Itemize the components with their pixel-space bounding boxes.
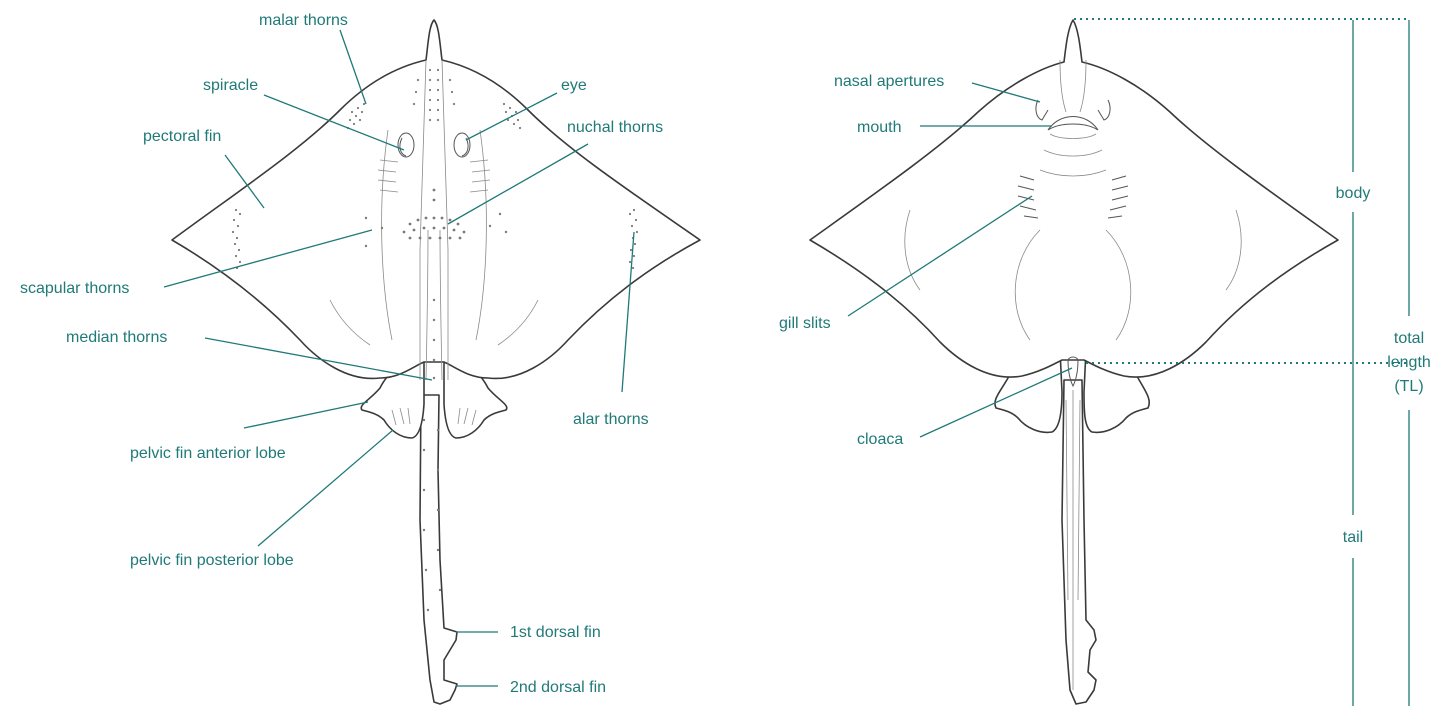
labels: malar thorns spiracle eye pectoral fin n… [20,12,1431,696]
label-pelvic-fin-anterior-lobe: pelvic fin anterior lobe [130,445,286,462]
label-spiracle: spiracle [203,77,258,94]
dorsal-disc [172,20,700,378]
label-pelvic-fin-posterior-lobe: pelvic fin posterior lobe [130,552,294,569]
label-body: body [1336,185,1371,202]
label-first-dorsal-fin: 1st dorsal fin [510,624,601,641]
label-cloaca: cloaca [857,431,903,448]
label-gill-slits: gill slits [779,315,831,332]
label-eye: eye [561,77,587,94]
label-scapular-thorns: scapular thorns [20,280,129,297]
label-pectoral-fin: pectoral fin [143,128,221,145]
label-malar-thorns: malar thorns [259,12,348,29]
label-tail: tail [1343,529,1363,546]
label-total-length-line3: (TL) [1394,378,1423,395]
label-mouth: mouth [857,119,901,136]
label-alar-thorns: alar thorns [573,411,649,428]
label-total-length-line2: length [1387,354,1431,371]
label-nuchal-thorns: nuchal thorns [567,119,663,136]
label-total-length-line1: total [1394,330,1424,347]
label-median-thorns: median thorns [66,329,167,346]
label-second-dorsal-fin: 2nd dorsal fin [510,679,606,696]
label-nasal-apertures: nasal apertures [834,73,944,90]
